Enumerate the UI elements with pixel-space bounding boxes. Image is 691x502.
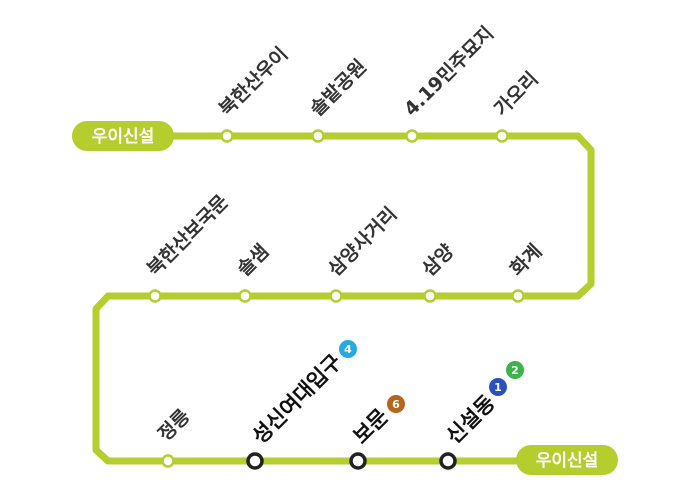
transfer-badge-line-6: 6 [387,395,405,413]
transfer-badge-line-1-bg [489,378,507,396]
station-label-s9: 북한산보국문 [143,191,233,281]
transfer-badge-line-2: 2 [506,361,524,379]
station-marker-s13[interactable] [439,452,457,470]
station-marker-s9[interactable] [148,289,162,303]
station-label-s10: 정릉 [154,405,194,445]
transfer-badge-line-4-bg [339,340,357,358]
route-line [92,132,595,465]
station-label-s1: 북한산우이 [215,43,292,120]
station-label-s5: 화계 [506,240,546,280]
station-label-s8: 솔샘 [233,240,273,280]
transfer-badge-line-6-label: 6 [392,398,400,411]
station-marker-s3[interactable] [405,129,419,143]
transfer-badge-line-4-label: 4 [344,343,352,356]
transfer-badge-line-4: 4 [339,340,357,358]
station-marker-s11[interactable] [246,452,264,470]
transfer-badge-line-6-bg [387,395,405,413]
station-marker-s1[interactable] [220,129,234,143]
station-label-s11: 성신여대입구 [248,350,347,449]
terminal-start-pill[interactable]: 우이신설 [72,121,174,151]
station-label-s2: 솔밭공원 [306,56,371,121]
station-marker-s10[interactable] [161,454,175,468]
terminal-end-label: 우이신설 [536,451,599,471]
station-label-s3: 4.19민주묘지 [400,22,498,120]
station-marker-s5[interactable] [511,289,525,303]
station-marker-s8[interactable] [238,289,252,303]
station-marker-s2[interactable] [311,129,325,143]
transfer-badge-line-1: 1 [489,378,507,396]
station-marker-s7[interactable] [329,289,343,303]
station-label-s7: 삼양사거리 [324,203,401,280]
station-label-s12: 보문 [349,404,393,448]
terminal-start-pill-bg [72,121,174,151]
station-marker-s12[interactable] [349,452,367,470]
transfer-badge-line-2-label: 2 [511,364,519,377]
station-label-s6: 삼양 [418,240,459,281]
station-label-s13: 신설동 [442,391,500,449]
transfer-badge-line-2-bg [506,361,524,379]
station-label-s4: 가오리 [490,68,543,121]
station-marker-s6[interactable] [423,289,437,303]
terminal-start-label: 우이신설 [92,127,155,147]
station-marker-s4[interactable] [495,129,509,143]
terminal-end-pill-bg [516,445,618,475]
transfer-badge-line-1-label: 1 [494,381,502,394]
terminal-end-pill[interactable]: 우이신설 [516,445,618,475]
